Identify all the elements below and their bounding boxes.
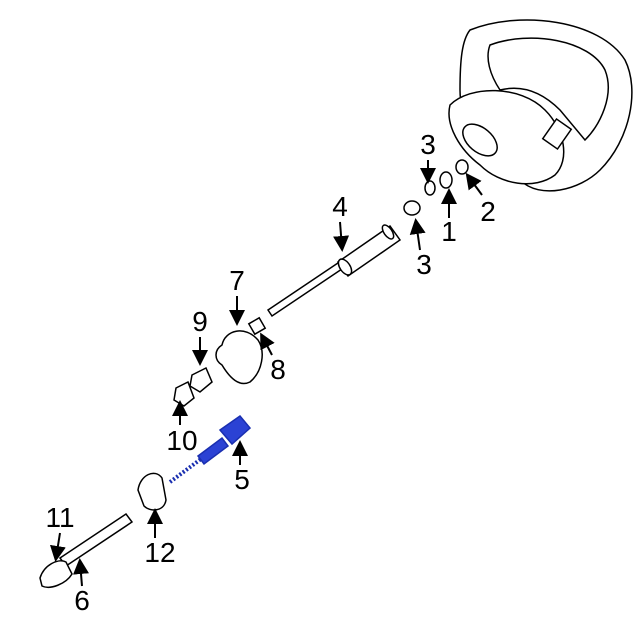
part-12-boot (137, 472, 167, 511)
part-8-bushing (247, 316, 267, 336)
callout-8: 8 (270, 354, 286, 385)
part-1-bearing (439, 171, 453, 189)
callout-10: 10 (166, 425, 198, 456)
part-5-intermediate-shaft (168, 414, 252, 484)
callout-9: 9 (192, 306, 208, 337)
part-9-bearing (189, 366, 213, 393)
callout-5: 5 (234, 464, 250, 495)
callout-arrows (49, 160, 483, 587)
part-2-nut (455, 159, 469, 175)
callout-3-lower: 3 (416, 249, 432, 280)
steering-wheel (448, 19, 633, 192)
callout-1: 1 (441, 216, 457, 247)
part-3-ring-lower (403, 200, 421, 216)
part-7-bracket (215, 330, 263, 385)
callout-3-upper: 3 (420, 129, 436, 160)
part-6-lower-shaft (39, 512, 134, 588)
callout-4: 4 (332, 191, 348, 222)
callout-2: 2 (480, 196, 496, 227)
part-3-ring-upper (424, 180, 436, 196)
callout-12: 12 (144, 537, 176, 568)
callout-6: 6 (74, 585, 90, 616)
callout-7: 7 (229, 265, 245, 296)
part-4-upper-shaft (266, 224, 402, 318)
callout-11: 11 (45, 502, 75, 533)
